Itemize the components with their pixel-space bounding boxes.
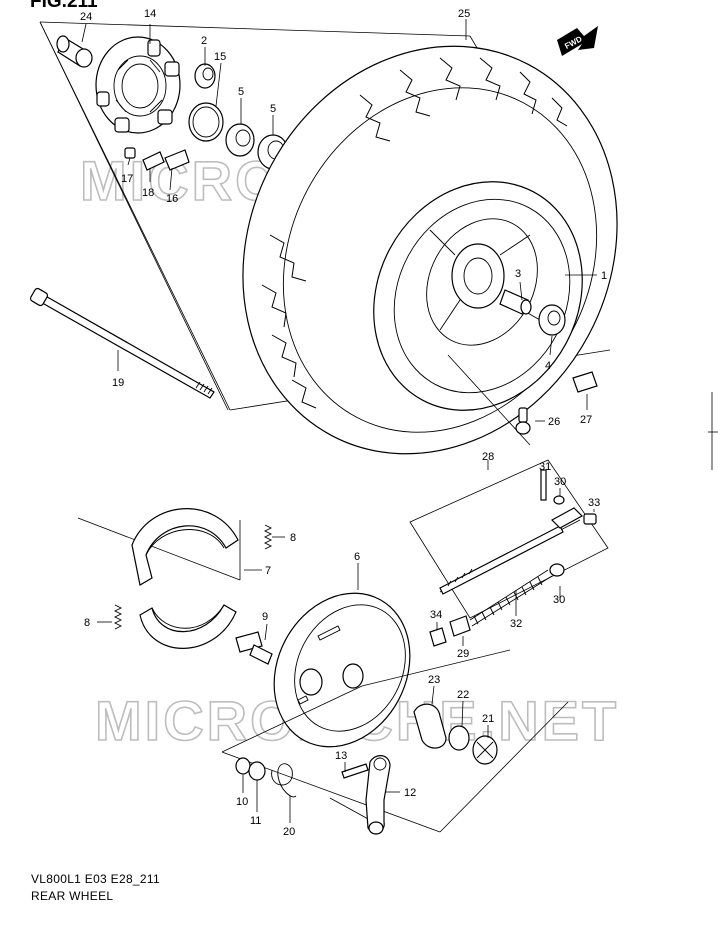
brake-panel-part [273,592,411,748]
callout-7: 7 [265,565,271,577]
callout-5b: 5 [270,103,276,115]
washer-cam-part [248,761,266,781]
callout-30b: 30 [553,594,565,606]
o-ring-cam-part [235,757,251,775]
return-spring-part [271,763,297,798]
valve-cap-part [572,371,598,393]
callout-8b: 8 [84,617,90,629]
shoe-spring-upper-part [263,524,273,550]
wheel-spacer-part [499,289,532,315]
cam-lever-group [329,755,391,835]
bolt-small-part [124,147,136,159]
callout-14: 14 [144,8,156,20]
callout-24: 24 [80,11,92,23]
callout-5a: 5 [238,86,244,98]
shoe-spring-lower-part [113,604,123,630]
callout-27: 27 [580,414,592,426]
cam-lever-part [365,755,391,833]
callout-2: 2 [201,35,207,47]
callout-11: 11 [250,815,261,827]
callout-23: 23 [428,674,440,686]
rear-axle-part [29,287,215,399]
callout-13: 13 [335,750,347,762]
dust-seal-part [538,304,566,336]
callout-4: 4 [545,360,551,372]
figure-title: FIG.211 [30,0,98,12]
axle-hardware-group [221,649,569,833]
tire-valve-part [515,407,531,435]
callout-25: 25 [458,8,470,20]
spacer-sleeve-part [413,703,447,749]
cam-lever-bolt-part [341,763,369,779]
callout-6: 6 [354,551,360,563]
sprocket-hub-part [95,36,181,134]
callout-10: 10 [236,796,248,808]
callout-15: 15 [214,51,226,63]
callout-8a: 8 [290,532,296,544]
lock-washer-part [142,151,165,171]
washer-axle-part [448,725,470,751]
brake-rod-group [409,459,609,647]
callout-31: 31 [539,461,551,473]
callout-19: 19 [112,377,124,389]
footer-section-title: REAR WHEEL [31,889,114,903]
callout-22: 22 [457,689,469,701]
hub-bolt-part [56,35,93,68]
callout-21: 21 [482,713,494,725]
callout-9: 9 [262,611,268,623]
brake-cam-part [235,631,273,665]
callout-26: 26 [548,416,560,428]
callout-20: 20 [283,826,295,838]
spacer-collar-part [194,63,216,89]
fwd-direction-badge: FWD [557,26,598,56]
callout-3: 3 [515,268,521,280]
callout-28: 28 [482,451,494,463]
callout-16: 16 [166,193,178,205]
callout-32: 32 [510,618,522,630]
callout-29: 29 [457,648,469,660]
footer-model-code: VL800L1 E03 E28_211 [31,872,160,886]
callout-12: 12 [404,787,416,799]
callout-18: 18 [142,187,154,199]
callout-17: 17 [121,173,133,185]
brake-shoe-group [77,508,273,649]
callout-33: 33 [588,497,600,509]
wheel-tire-group [242,45,618,455]
bearing-left-part [225,123,255,157]
o-ring-part [188,102,224,142]
callout-34: 34 [430,609,442,621]
leader-lines [81,19,597,823]
callout-1: 1 [601,270,607,282]
callout-labels: 24 14 2 15 5 5 25 17 18 16 1 3 4 19 26 2… [80,8,607,838]
retainer-plate-part [164,149,190,171]
callout-30a: 30 [554,476,566,488]
